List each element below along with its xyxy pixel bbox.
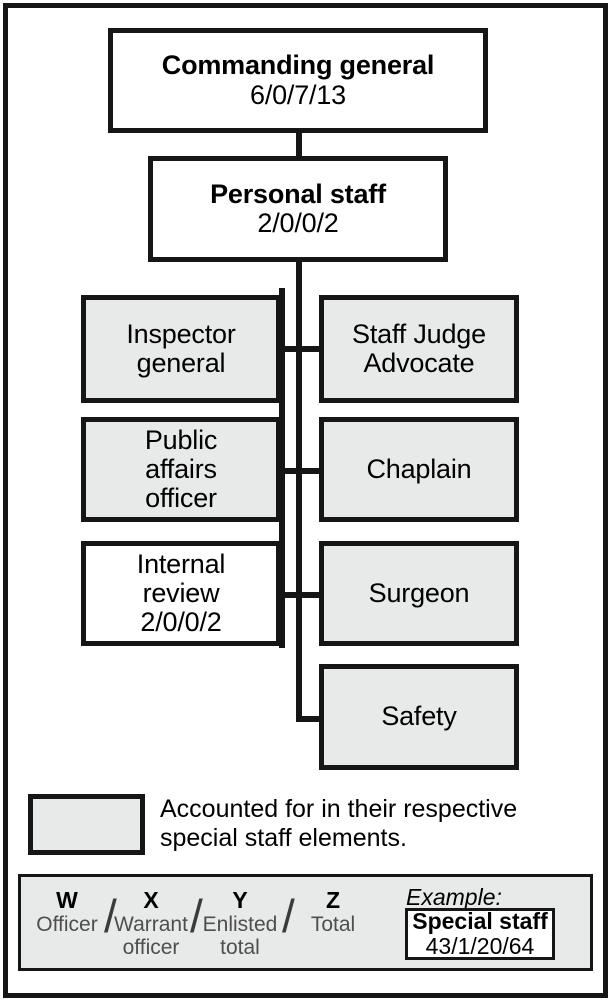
internal-review-line-2: review [142, 577, 220, 608]
internal-review-numbers: 2/0/0/2 [140, 607, 222, 638]
key-separator-3: / [282, 890, 295, 942]
node-staff-judge-advocate[interactable]: Staff Judge Advocate [319, 295, 519, 403]
node-chaplain[interactable]: Chaplain [319, 417, 519, 522]
safety-label: Safety [381, 701, 457, 732]
personal-staff-numbers: 2/0/0/2 [257, 208, 339, 238]
key-desc-w-line-1: Officer [36, 913, 98, 937]
key-code-z: Z [325, 887, 341, 913]
key-entry-officer: W Officer [26, 887, 108, 937]
key-desc-x-line-2: officer [122, 936, 180, 960]
key-separator-2: / [190, 890, 203, 942]
node-commanding-general[interactable]: Commanding general 6/0/7/13 [108, 28, 488, 133]
node-public-affairs-officer[interactable]: Public affairs officer [81, 417, 281, 522]
node-personal-staff[interactable]: Personal staff 2/0/0/2 [148, 156, 448, 262]
staff-judge-advocate-line-2: Advocate [363, 348, 475, 378]
key-example-label: Example: [406, 884, 502, 910]
key-desc-y-line-1: Enlisted [202, 913, 278, 937]
connector-stub-inspector-general [277, 346, 299, 352]
connector-trunk-main [296, 260, 302, 722]
node-safety[interactable]: Safety [319, 664, 519, 770]
legend-note: Accounted for in their respective specia… [160, 795, 580, 853]
chaplain-label: Chaplain [366, 453, 472, 484]
node-inspector-general[interactable]: Inspector general [81, 295, 281, 403]
connector-stub-surgeon [299, 592, 321, 598]
connector-stub-internal-review [277, 592, 299, 598]
commanding-general-numbers: 6/0/7/13 [250, 79, 346, 110]
legend-note-line-2: special staff elements. [160, 824, 407, 852]
inspector-general-line-1: Inspector [126, 318, 236, 349]
key-code-w: W [56, 887, 78, 913]
connector-stub-public-affairs [277, 468, 299, 474]
node-surgeon[interactable]: Surgeon [319, 541, 519, 646]
connector-stub-chaplain [299, 468, 321, 474]
node-internal-review[interactable]: Internal review 2/0/0/2 [81, 541, 281, 646]
inspector-general-line-2: general [136, 348, 226, 378]
key-entry-warrant-officer: X Warrant officer [110, 887, 192, 960]
legend-note-line-1: Accounted for in their respective [160, 795, 518, 823]
key-separator-1: / [104, 890, 117, 942]
key-desc-x-line-1: Warrant [114, 913, 188, 937]
public-affairs-line-3: officer [145, 483, 217, 514]
connector-stub-staff-judge-advocate [299, 346, 321, 352]
connector-cg-to-personal-staff [296, 133, 302, 157]
surgeon-label: Surgeon [368, 577, 470, 608]
staff-judge-advocate-line-1: Staff Judge [352, 318, 486, 349]
public-affairs-line-1: Public [144, 424, 218, 455]
key-code-x: X [143, 887, 159, 913]
key-example-title: Special staff [412, 907, 548, 934]
connector-stub-safety [299, 716, 321, 722]
key-desc-y-line-2: total [220, 936, 260, 960]
public-affairs-line-2: affairs [145, 453, 217, 484]
legend-shaded-swatch [28, 794, 145, 855]
key-code-y: Y [232, 887, 248, 913]
key-entry-total: Z Total [298, 887, 368, 937]
key-entry-enlisted-total: Y Enlisted total [198, 887, 282, 960]
key-example-box: Special staff 43/1/20/64 [405, 908, 555, 960]
personal-staff-title: Personal staff [210, 178, 386, 209]
key-desc-z-line-1: Total [310, 913, 356, 937]
commanding-general-title: Commanding general [161, 50, 435, 81]
key-example-numbers: 43/1/20/64 [425, 933, 535, 959]
internal-review-line-1: Internal [136, 548, 226, 579]
